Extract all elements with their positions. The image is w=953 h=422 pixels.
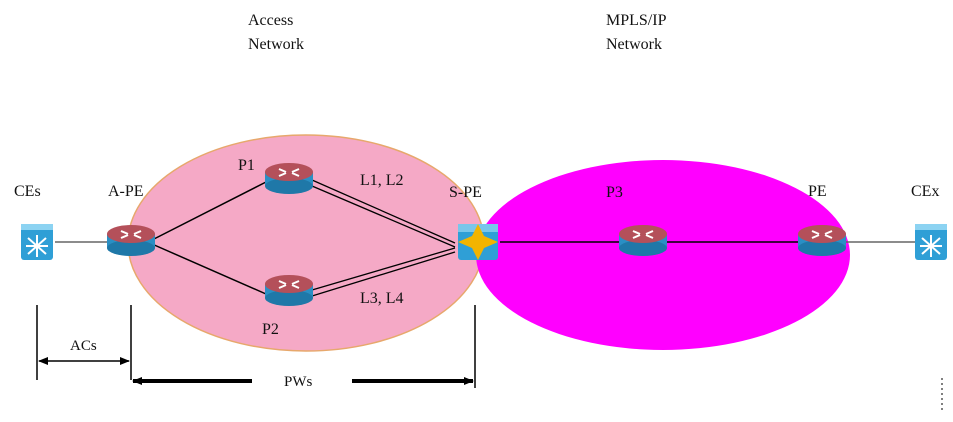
- link-ape-p2: [151, 243, 267, 295]
- p1-label: P1: [238, 157, 255, 174]
- mpls-network-title-line2: Network: [606, 36, 662, 53]
- pe-router-icon: [797, 224, 847, 257]
- pws-label: PWs: [284, 374, 313, 390]
- p2-router-icon: [264, 274, 314, 307]
- ape-label: A-PE: [108, 183, 144, 200]
- pe-label: PE: [808, 183, 827, 200]
- link-label-upper: L1, L2: [360, 172, 404, 189]
- p3-label: P3: [606, 184, 623, 201]
- ape-router-icon: [106, 224, 156, 257]
- mpls-network-title-line1: MPLS/IP: [606, 12, 667, 29]
- link-p1-spe-double: [311, 179, 456, 248]
- link-p2-spe-double: [311, 247, 456, 297]
- access-network-title-line1: Access: [248, 12, 293, 29]
- ces-label: CEs: [14, 183, 41, 200]
- acs-label: ACs: [70, 338, 97, 354]
- link-ape-p1: [151, 181, 267, 241]
- mpls-network-region: [476, 160, 850, 350]
- p3-router-icon: [618, 224, 668, 257]
- p1-router-icon: [264, 162, 314, 195]
- p2-label: P2: [262, 321, 279, 338]
- access-network-title-line2: Network: [248, 36, 304, 53]
- link-label-lower: L3, L4: [360, 290, 404, 307]
- cex-switch-icon: [914, 223, 948, 261]
- spe-switch-router-icon: [458, 224, 498, 260]
- ces-switch-icon: [20, 223, 54, 261]
- cex-label: CEx: [911, 183, 939, 200]
- spe-label: S-PE: [449, 184, 482, 201]
